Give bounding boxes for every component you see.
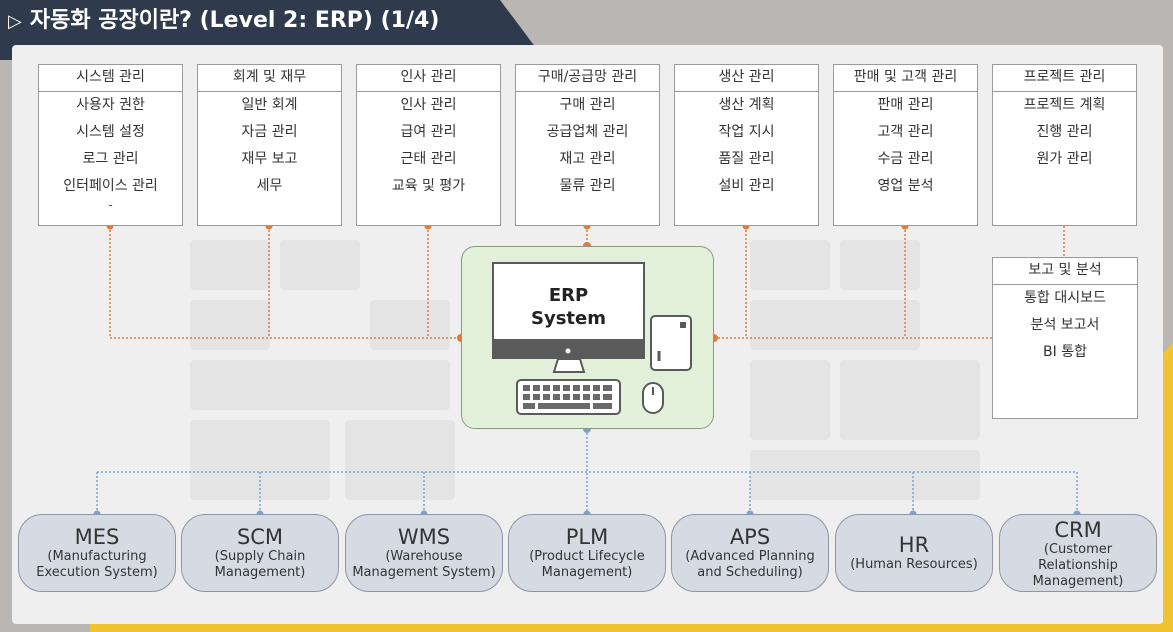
system-name: APS: [729, 525, 771, 549]
system-name: HR: [898, 533, 930, 557]
module-item: 작업 지시: [718, 124, 775, 140]
system-name: CRM: [1054, 518, 1102, 542]
module-human-resources: 인사 관리 인사 관리 급여 관리 근태 관리 교육 및 평가: [356, 64, 501, 226]
module-purchasing-supply-chain: 구매/공급망 관리 구매 관리 공급업체 관리 재고 관리 물류 관리: [515, 64, 660, 226]
slide-title-text: 자동화 공장이란? (Level 2: ERP) (1/4): [29, 8, 440, 33]
play-outline-icon: ▷: [8, 11, 22, 32]
system-scm: SCM (Supply Chain Management): [181, 514, 339, 592]
module-item: 수금 관리: [877, 151, 934, 167]
monitor-chin: [494, 339, 643, 357]
module-item: 사용자 권한: [76, 97, 145, 113]
system-mes: MES (Manufacturing Execution System): [18, 514, 176, 592]
erp-label-line1: ERP: [548, 285, 589, 306]
module-item: 설비 관리: [718, 178, 775, 194]
module-item: 인터페이스 관리: [63, 178, 158, 194]
module-item: 영업 분석: [877, 178, 934, 194]
backdrop-key: [840, 360, 980, 440]
erp-label: ERP System: [494, 284, 643, 330]
system-description: (Customer Relationship Management): [1032, 542, 1124, 589]
module-item: 자금 관리: [241, 124, 298, 140]
system-name: MES: [74, 525, 120, 549]
module-header: 생산 관리: [675, 65, 818, 92]
module-header: 보고 및 분석: [993, 258, 1137, 285]
system-description: (Product Lifecycle Management): [529, 549, 645, 580]
backdrop-key: [750, 240, 830, 290]
module-item: 급여 관리: [400, 124, 457, 140]
module-accounting-finance: 회계 및 재무 일반 회계 자금 관리 재무 보고 세무: [197, 64, 342, 226]
monitor-icon: ERP System: [492, 262, 645, 359]
module-item: 근태 관리: [400, 151, 457, 167]
backdrop-key: [840, 240, 920, 290]
module-sales-customer: 판매 및 고객 관리 판매 관리 고객 관리 수금 관리 영업 분석: [833, 64, 978, 226]
module-item: 세무: [256, 178, 283, 194]
module-item: 진행 관리: [1036, 124, 1093, 140]
module-item: 재고 관리: [559, 151, 616, 167]
module-item: 품질 관리: [718, 151, 775, 167]
system-wms: WMS (Warehouse Management System): [345, 514, 503, 592]
module-header: 인사 관리: [357, 65, 500, 92]
backdrop-key: [190, 360, 450, 410]
module-item: 로그 관리: [82, 151, 139, 167]
module-item: 판매 관리: [877, 97, 934, 113]
module-item-ellipsis: -: [108, 198, 113, 212]
system-aps: APS (Advanced Planning and Scheduling): [671, 514, 829, 592]
module-item: 생산 계획: [718, 97, 775, 113]
tower-pc-icon: [650, 315, 692, 371]
backdrop-key: [280, 240, 360, 290]
backdrop-key: [370, 300, 450, 350]
module-item: 공급업체 관리: [546, 124, 629, 140]
backdrop-key: [750, 300, 920, 350]
tower-pc-detail-icon: [657, 322, 686, 361]
system-hr: HR (Human Resources): [835, 514, 993, 592]
module-header: 구매/공급망 관리: [516, 65, 659, 92]
module-item: 통합 대시보드: [1024, 290, 1106, 306]
system-description: (Human Resources): [850, 557, 978, 572]
backdrop-key: [750, 360, 830, 440]
module-reporting-analytics: 보고 및 분석 통합 대시보드 분석 보고서 BI 통합: [992, 257, 1138, 419]
backdrop-key: [190, 420, 330, 500]
module-header: 시스템 관리: [39, 65, 182, 92]
module-item: 구매 관리: [559, 97, 616, 113]
erp-system-box: ERP System: [461, 246, 714, 429]
module-item: 시스템 설정: [76, 124, 145, 140]
backdrop-key: [750, 450, 980, 500]
module-item: 재무 보고: [241, 151, 298, 167]
module-item: 일반 회계: [241, 97, 298, 113]
system-crm: CRM (Customer Relationship Management): [999, 514, 1157, 592]
module-item: 인사 관리: [400, 97, 457, 113]
system-name: SCM: [236, 525, 284, 549]
system-name: WMS: [397, 525, 451, 549]
system-description: (Advanced Planning and Scheduling): [685, 549, 815, 580]
system-description: (Supply Chain Management): [214, 549, 306, 580]
system-description: (Warehouse Management System): [352, 549, 496, 580]
system-description: (Manufacturing Execution System): [36, 549, 158, 580]
system-name: PLM: [565, 525, 609, 549]
module-system-management: 시스템 관리 사용자 권한 시스템 설정 로그 관리 인터페이스 관리 -: [38, 64, 183, 226]
module-header: 회계 및 재무: [198, 65, 341, 92]
module-item: 고객 관리: [877, 124, 934, 140]
erp-label-line2: System: [531, 308, 606, 329]
module-project-management: 프로젝트 관리 프로젝트 계획 진행 관리 원가 관리: [992, 64, 1137, 226]
backdrop-key: [190, 300, 270, 350]
system-plm: PLM (Product Lifecycle Management): [508, 514, 666, 592]
module-item: 교육 및 평가: [391, 178, 466, 194]
module-header: 판매 및 고객 관리: [834, 65, 977, 92]
backdrop-key: [190, 240, 270, 290]
module-production: 생산 관리 생산 계획 작업 지시 품질 관리 설비 관리: [674, 64, 819, 226]
module-header: 프로젝트 관리: [993, 65, 1136, 92]
module-item: BI 통합: [1043, 344, 1087, 360]
module-item: 물류 관리: [559, 178, 616, 194]
module-item: 프로젝트 계획: [1023, 97, 1106, 113]
computer-peripherals-icon: [516, 348, 664, 415]
module-item: 분석 보고서: [1030, 317, 1100, 333]
backdrop-key: [345, 420, 455, 500]
module-item: 원가 관리: [1036, 151, 1093, 167]
slide-title: ▷ 자동화 공장이란? (Level 2: ERP) (1/4): [8, 4, 439, 38]
